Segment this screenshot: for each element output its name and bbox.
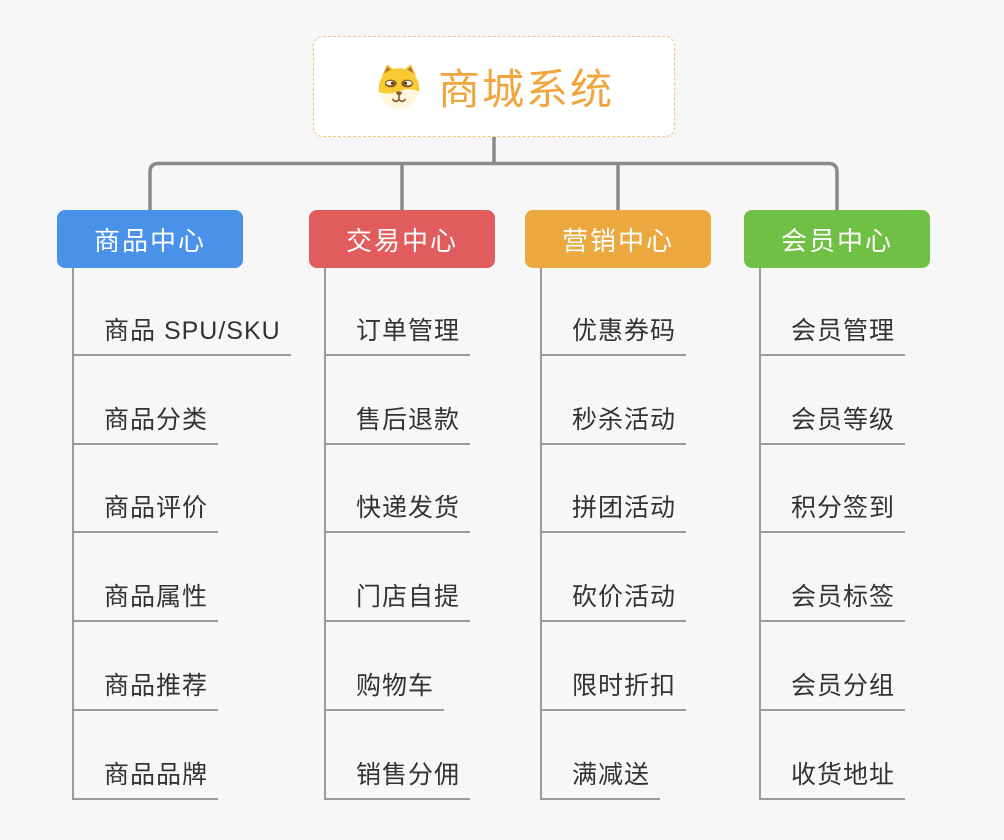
branch-column-member: 会员管理 会员等级 积分签到 会员标签 会员分组 收货地址 (759, 267, 906, 800)
leaf-node[interactable]: 会员分组 (759, 666, 906, 711)
column-drop-line (324, 268, 326, 800)
leaf-node[interactable]: 会员标签 (759, 577, 906, 623)
leaf-node[interactable]: 收货地址 (759, 755, 906, 800)
root-node[interactable]: 商城系统 (313, 36, 675, 137)
leaf-node[interactable]: 限时折扣 (540, 666, 687, 711)
leaf-node[interactable]: 商品分类 (72, 400, 219, 445)
leaf-node[interactable]: 商品属性 (72, 577, 219, 623)
leaf-node[interactable]: 会员等级 (759, 400, 906, 445)
column-drop-line (540, 268, 542, 800)
leaf-node[interactable]: 砍价活动 (540, 577, 687, 623)
leaf-node[interactable]: 销售分佣 (324, 755, 471, 800)
leaf-node[interactable]: 秒杀活动 (540, 400, 687, 445)
branch-column-marketing: 优惠券码 秒杀活动 拼团活动 砍价活动 限时折扣 满减送 (540, 267, 687, 800)
leaf-node[interactable]: 购物车 (324, 666, 445, 711)
leaf-node[interactable]: 快递发货 (324, 488, 471, 534)
branch-node-trade-center[interactable]: 交易中心 (309, 210, 495, 268)
leaf-node[interactable]: 商品 SPU/SKU (72, 311, 291, 356)
leaf-node[interactable]: 满减送 (540, 755, 661, 800)
shiba-dog-icon (378, 63, 420, 109)
leaf-node[interactable]: 门店自提 (324, 577, 471, 623)
leaf-node[interactable]: 订单管理 (324, 311, 471, 356)
branch-column-product: 商品 SPU/SKU 商品分类 商品评价 商品属性 商品推荐 商品品牌 (72, 267, 291, 800)
branch-node-product-center[interactable]: 商品中心 (57, 210, 243, 268)
leaf-node[interactable]: 售后退款 (324, 400, 471, 445)
column-drop-line (72, 268, 74, 800)
root-node-title: 商城系统 (437, 66, 614, 113)
leaf-node[interactable]: 拼团活动 (540, 488, 687, 534)
branch-node-marketing-center[interactable]: 营销中心 (525, 210, 711, 268)
leaf-node[interactable]: 会员管理 (759, 311, 906, 356)
branch-column-trade: 订单管理 售后退款 快递发货 门店自提 购物车 销售分佣 (324, 267, 471, 800)
leaf-node[interactable]: 商品品牌 (72, 755, 219, 800)
leaf-node[interactable]: 商品评价 (72, 488, 219, 534)
leaf-node[interactable]: 优惠券码 (540, 311, 687, 356)
column-drop-line (759, 268, 761, 800)
leaf-node[interactable]: 商品推荐 (72, 666, 219, 711)
branch-node-member-center[interactable]: 会员中心 (744, 210, 930, 268)
leaf-node[interactable]: 积分签到 (759, 488, 906, 534)
